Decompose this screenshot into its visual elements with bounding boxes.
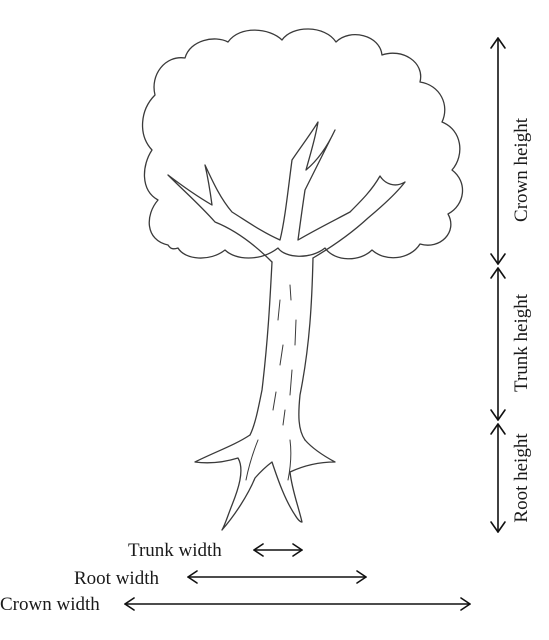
root-height-label: Root height (511, 433, 532, 523)
trunk-width-arrow (253, 543, 303, 557)
trunk-width-label: Trunk width (128, 540, 222, 561)
tree-branches (167, 121, 406, 263)
root-detail (245, 439, 292, 481)
root-width-label: Root width (74, 568, 159, 589)
crown-height-arrow (490, 37, 506, 265)
trunk-height-arrow (490, 267, 506, 421)
tree-crown (141, 28, 464, 260)
crown-height-label: Crown height (511, 117, 532, 222)
root-height-arrow (490, 423, 506, 533)
root-width-arrow (187, 570, 367, 584)
crown-width-label: Crown width (0, 594, 100, 615)
bark-marks (272, 284, 297, 426)
tree-trunk (249, 257, 314, 441)
tree-roots (194, 434, 336, 531)
crown-width-arrow (124, 597, 471, 611)
trunk-height-label: Trunk height (511, 293, 532, 392)
